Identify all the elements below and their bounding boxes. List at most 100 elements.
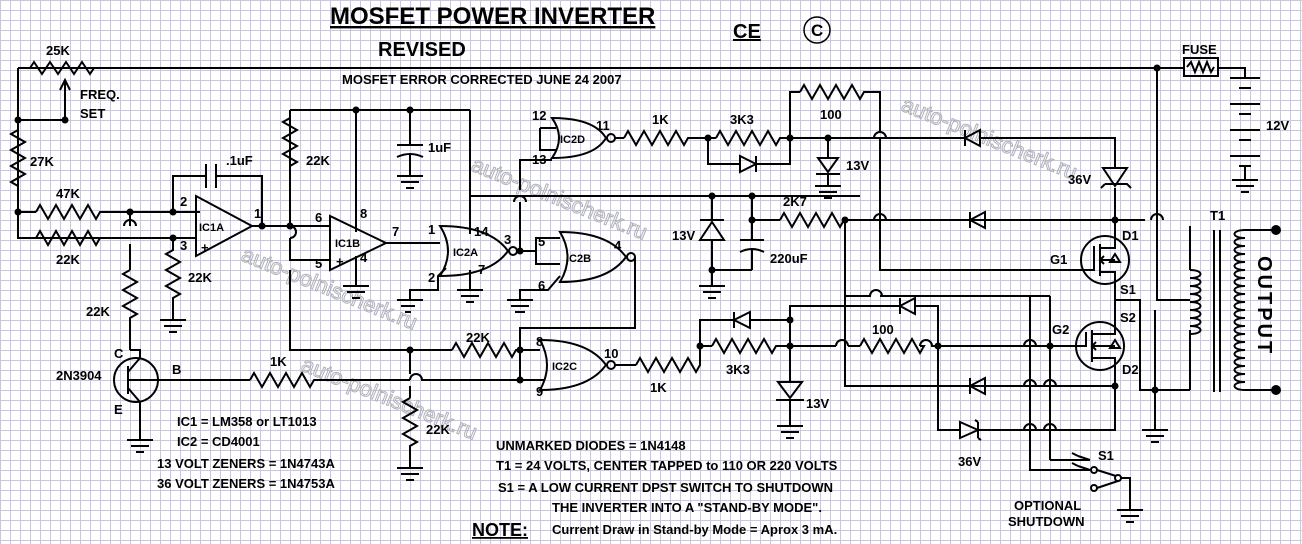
- svg-text:1K: 1K: [652, 112, 669, 127]
- resistor-22k-a: [35, 228, 150, 248]
- svg-text:47K: 47K: [56, 186, 80, 201]
- svg-text:S2: S2: [1120, 310, 1136, 325]
- svg-text:1uF: 1uF: [428, 140, 451, 155]
- svg-text:10: 10: [604, 346, 618, 361]
- resistor-2k7: [779, 210, 1000, 230]
- svg-text:13V: 13V: [846, 158, 869, 173]
- svg-text:36V: 36V: [958, 454, 981, 469]
- note-t1: T1 = 24 VOLTS, CENTER TAPPED to 110 OR 2…: [496, 458, 838, 473]
- svg-text:IC2D: IC2D: [560, 134, 585, 146]
- ic1b-opamp: [329, 214, 389, 272]
- resistor-3k3-bottom: [711, 336, 836, 356]
- pot-25k: [29, 60, 95, 76]
- svg-text:FUSE: FUSE: [1182, 42, 1217, 57]
- svg-text:S1: S1: [1120, 282, 1136, 297]
- ic1a-opamp: [195, 194, 255, 258]
- svg-text:SHUTDOWN: SHUTDOWN: [1008, 514, 1085, 529]
- note-z36: 36 VOLT ZENERS = 1N4753A: [157, 476, 335, 491]
- svg-text:4: 4: [614, 238, 622, 253]
- svg-text:1: 1: [428, 222, 435, 237]
- svg-text:S1: S1: [1098, 448, 1114, 463]
- svg-text:G1: G1: [1050, 252, 1067, 267]
- svg-text:FREQ.: FREQ.: [80, 87, 120, 102]
- svg-text:27K: 27K: [30, 154, 54, 169]
- svg-text:7: 7: [478, 262, 485, 277]
- svg-text:13: 13: [532, 152, 546, 167]
- note-diodes: UNMARKED DIODES = 1N4148: [496, 438, 686, 453]
- svg-text:3K3: 3K3: [726, 362, 750, 377]
- svg-text:6: 6: [315, 210, 322, 225]
- svg-text:B: B: [172, 362, 181, 377]
- output-label: OUTPUT: [1253, 256, 1275, 356]
- page-subtitle: REVISED: [378, 39, 466, 61]
- resistor-100-top: [799, 82, 881, 132]
- svg-text:100: 100: [820, 107, 842, 122]
- svg-text:22K: 22K: [306, 153, 330, 168]
- resistor-22k-b: [163, 238, 183, 320]
- resistor-3k3-top: [715, 128, 880, 148]
- resistor-100-bottom: [859, 336, 926, 356]
- correction-note: MOSFET ERROR CORRECTED JUNE 24 2007: [342, 72, 622, 87]
- svg-text:5: 5: [315, 256, 322, 271]
- svg-text:C: C: [114, 346, 124, 361]
- svg-text:.1uF: .1uF: [226, 153, 253, 168]
- note-s1-line2: THE INVERTER INTO A "STAND-BY MODE".: [552, 500, 822, 515]
- svg-text:22K: 22K: [86, 304, 110, 319]
- svg-text:1: 1: [254, 206, 261, 221]
- svg-text:+: +: [336, 254, 344, 269]
- note-z13: 13 VOLT ZENERS = 1N4743A: [157, 456, 335, 471]
- ic2a-nor-gate: [438, 224, 510, 278]
- svg-text:E: E: [114, 402, 123, 417]
- ce-mark: CE: [733, 21, 761, 43]
- svg-text:SET: SET: [80, 106, 105, 121]
- svg-text:2: 2: [180, 194, 187, 209]
- svg-text:IC1B: IC1B: [335, 238, 360, 250]
- svg-text:IC1A: IC1A: [199, 222, 224, 234]
- svg-text:100: 100: [872, 322, 894, 337]
- transformer-t1: [1189, 229, 1246, 392]
- resistor-47k: [35, 202, 200, 222]
- note-heading: NOTE:: [472, 520, 528, 540]
- svg-text:220uF: 220uF: [770, 251, 808, 266]
- svg-text:G2: G2: [1052, 322, 1069, 337]
- resistor-22k-c: [120, 269, 140, 350]
- svg-text:8: 8: [536, 334, 543, 349]
- resistor-22k-f: [400, 397, 420, 468]
- svg-text:+: +: [201, 240, 209, 255]
- resistor-22k-e: [451, 340, 540, 360]
- svg-text:5: 5: [538, 234, 545, 249]
- page-title: MOSFET POWER INVERTER: [330, 3, 655, 30]
- copyright-mark: C: [811, 21, 823, 40]
- svg-text:1K: 1K: [650, 380, 667, 395]
- svg-text:13V: 13V: [672, 228, 695, 243]
- ic2b-nor-gate: [558, 230, 628, 284]
- svg-text:D1: D1: [1122, 228, 1139, 243]
- svg-text:2N3904: 2N3904: [56, 368, 102, 383]
- note-body: Current Draw in Stand-by Mode = Aprox 3 …: [552, 522, 837, 537]
- resistor-22k-d: [280, 110, 300, 186]
- ic2d-nor-gate: [550, 116, 608, 160]
- svg-text:7: 7: [392, 224, 399, 239]
- svg-text:1K: 1K: [270, 354, 287, 369]
- svg-text:12: 12: [532, 108, 546, 123]
- svg-text:D2: D2: [1122, 362, 1139, 377]
- watermark: auto-polnischerk.ru: [298, 351, 481, 444]
- svg-text:4: 4: [360, 250, 368, 265]
- watermark: auto-polnischerk.ru: [468, 151, 651, 244]
- svg-text:22K: 22K: [426, 422, 450, 437]
- svg-text:8: 8: [360, 206, 367, 221]
- svg-text:IC2A: IC2A: [453, 247, 478, 259]
- svg-text:14: 14: [474, 224, 489, 239]
- mosfet-q1: [1080, 235, 1130, 285]
- svg-text:12V: 12V: [1266, 118, 1289, 133]
- svg-text:22K: 22K: [188, 270, 212, 285]
- svg-text:13V: 13V: [806, 396, 829, 411]
- battery-12v: [1230, 77, 1260, 193]
- svg-text:T1: T1: [1210, 208, 1225, 223]
- note-s1-line1: S1 = A LOW CURRENT DPST SWITCH TO SHUTDO…: [498, 480, 833, 495]
- ic2c-nor-gate: [538, 338, 608, 392]
- note-ic1: IC1 = LM358 or LT1013: [177, 414, 317, 429]
- svg-text:3: 3: [504, 232, 511, 247]
- output-terminal-bottom: [1271, 385, 1281, 395]
